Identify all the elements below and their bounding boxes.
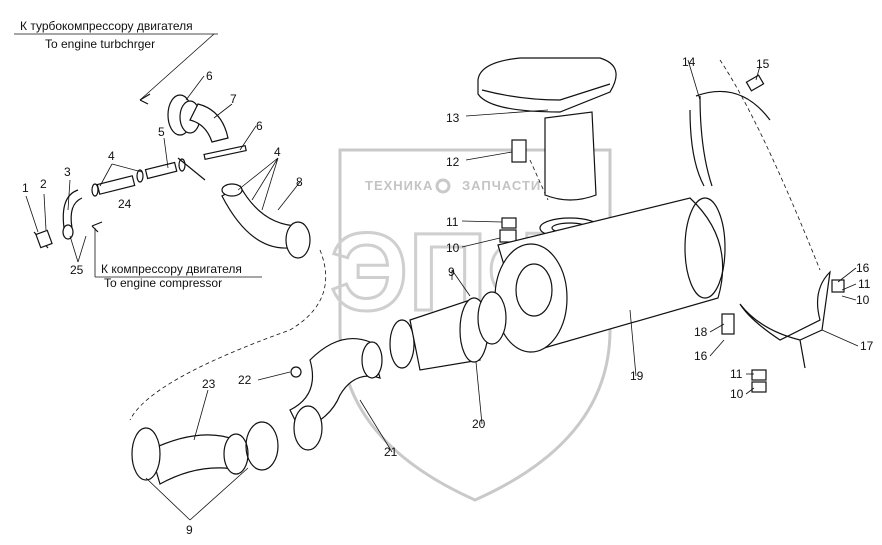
caption-turbo-en: To engine turbchrger — [45, 37, 155, 51]
callout-19: 19 — [630, 369, 644, 383]
gear-icon — [435, 178, 451, 194]
leader-lines — [25, 59, 859, 521]
caption-comp-en: To engine compressor — [104, 276, 222, 290]
callout-16a: 16 — [856, 261, 870, 275]
callout-4b: 4 — [274, 145, 281, 159]
callout-4a: 4 — [108, 149, 115, 163]
callout-5: 5 — [158, 125, 165, 139]
callout-1: 1 — [22, 181, 29, 195]
callout-21: 21 — [384, 445, 398, 459]
elbow-21 — [289, 338, 383, 451]
callout-24: 24 — [118, 197, 132, 211]
callout-9a: 9 — [448, 265, 455, 279]
caption-turbo: К турбокомпрессору двигателя To engine t… — [14, 19, 218, 105]
callout-25: 25 — [70, 263, 84, 277]
callout-9b: 9 — [186, 523, 193, 537]
filter-housing-19 — [494, 197, 726, 353]
fasteners-center — [499, 139, 527, 243]
mount-bracket-17 — [721, 270, 845, 393]
callout-11a: 11 — [446, 215, 459, 229]
callout-2: 2 — [40, 177, 47, 191]
coupling-20 — [389, 291, 507, 371]
callout-8: 8 — [296, 175, 303, 189]
callout-18: 18 — [694, 325, 708, 339]
callout-10a: 10 — [446, 241, 460, 255]
callout-12: 12 — [446, 155, 460, 169]
hose-23 — [131, 421, 279, 485]
callout-numbers: 1 2 3 4 5 6 7 6 4 8 24 25 9 13 12 11 10 … — [22, 55, 874, 537]
callout-3: 3 — [64, 165, 71, 179]
callout-16b: 16 — [694, 349, 708, 363]
callout-6a: 6 — [206, 69, 213, 83]
callout-10c: 10 — [730, 387, 744, 401]
callout-14: 14 — [682, 55, 696, 69]
callout-10b: 10 — [856, 293, 870, 307]
caption-turbo-ru: К турбокомпрессору двигателя — [20, 19, 193, 33]
callout-13: 13 — [446, 111, 460, 125]
turbo-hose-parts — [167, 94, 247, 161]
callout-11b: 11 — [858, 277, 871, 291]
callout-7: 7 — [230, 92, 237, 106]
caption-compressor: К компрессору двигателя To engine compre… — [91, 221, 262, 290]
callout-20: 20 — [472, 417, 486, 431]
watermark-brand: ТЕХНИКА — [365, 178, 433, 193]
callout-15: 15 — [756, 57, 770, 71]
small-hose-assembly — [33, 158, 186, 249]
callout-17: 17 — [860, 339, 874, 353]
callout-22: 22 — [238, 373, 252, 387]
callout-23: 23 — [202, 377, 216, 391]
watermark-brand2: ЗАПЧАСТИ — [462, 178, 541, 193]
caption-comp-ru: К компрессору двигателя — [101, 262, 242, 276]
route-line-2 — [719, 59, 821, 271]
callout-6b: 6 — [256, 119, 263, 133]
callout-11c: 11 — [730, 367, 743, 381]
mount-band-14 — [689, 74, 771, 187]
bent-hose-8 — [177, 157, 311, 259]
